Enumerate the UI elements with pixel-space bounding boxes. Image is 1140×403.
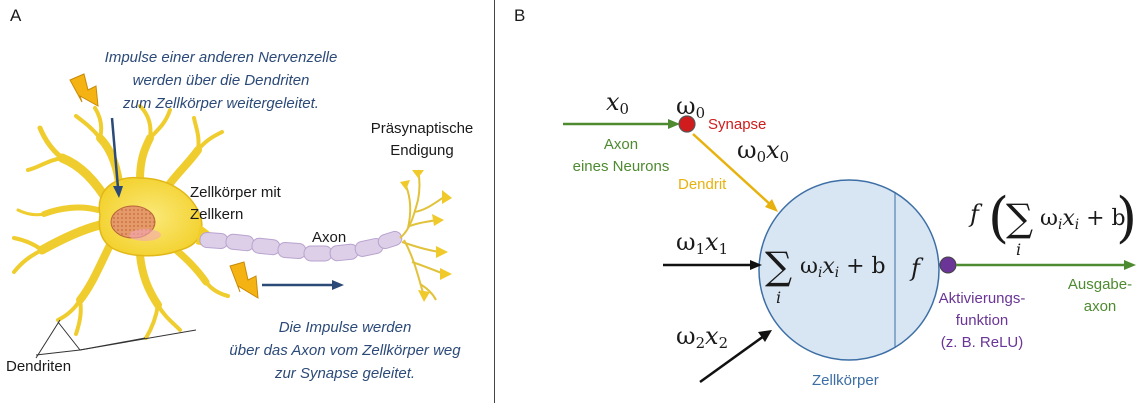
sum-index: i <box>776 288 782 307</box>
output-axon-label: Ausgabe- axon <box>1062 274 1138 318</box>
weighted-input-w2x2: ω2x2 <box>676 322 728 352</box>
panel-b-letter: B <box>514 6 526 25</box>
dendrite-label: Dendrit <box>678 176 727 193</box>
annotation-line: Impulse einer anderen Nervenzelle <box>104 49 338 66</box>
subscript: i <box>1057 216 1063 233</box>
panel-a-letter: A <box>10 6 22 25</box>
var: x <box>705 228 719 256</box>
label-line: funktion <box>955 312 1009 329</box>
impulse-in-annotation: Impulse einer anderen Nervenzelle werden… <box>76 46 366 115</box>
annotation-line: zur Synapse geleitet. <box>274 365 416 382</box>
label-line: eines Neurons <box>572 158 670 175</box>
var: ω <box>676 92 696 120</box>
label-line: Präsynaptische <box>370 120 474 137</box>
axon-drawing <box>199 230 403 262</box>
subscript: i <box>1074 216 1080 233</box>
annotation-line: werden über die Dendriten <box>132 72 310 89</box>
var: x <box>766 136 780 164</box>
subscript: i <box>834 264 840 281</box>
annotation-line: zum Zellkörper weitergeleitet. <box>123 95 319 112</box>
var: x <box>606 88 620 116</box>
impulse-out-annotation: Die Impulse werden über das Axon vom Zel… <box>205 316 485 385</box>
close-paren: ) <box>1116 186 1138 249</box>
label-line: Endigung <box>390 142 454 159</box>
input-axon-label: Axon eines Neurons <box>566 134 676 178</box>
lightning-icon <box>229 261 259 299</box>
subscript: 2 <box>718 334 729 353</box>
subscript: 0 <box>619 100 630 119</box>
label-line: Axon <box>603 136 639 153</box>
open-paren: ( <box>988 186 1010 249</box>
lightning-icon <box>69 73 99 107</box>
cell-body-label-b: Zellkörper <box>812 372 879 389</box>
label-line: (z. B. ReLU) <box>940 334 1024 351</box>
sum-symbol: ∑ <box>765 244 793 288</box>
terminal-label: Präsynaptische Endigung <box>364 118 480 162</box>
var: x <box>705 322 719 350</box>
subscript: 0 <box>779 148 790 167</box>
label-line: Aktivierungs- <box>938 290 1026 307</box>
weight-w0-label: ω0 <box>676 92 705 122</box>
axon-label: Axon <box>312 229 347 246</box>
subscript: 0 <box>695 104 706 123</box>
subscript: 0 <box>756 148 767 167</box>
output-sum-index: i <box>1016 240 1022 259</box>
label-line: Ausgabe- <box>1067 276 1133 293</box>
subscript: 2 <box>695 334 706 353</box>
activation-node <box>939 256 957 274</box>
synapse-label: Synapse <box>708 116 767 133</box>
weighted-input-w0x0: ω0x0 <box>737 136 789 166</box>
dendrites-label: Dendriten <box>6 358 72 375</box>
var: ω <box>737 136 757 164</box>
output-sum-expression: ωixi + b <box>1040 206 1126 233</box>
label-line: Zellkörper mit <box>190 184 281 201</box>
var: ω <box>676 228 696 256</box>
var: x <box>822 254 835 279</box>
annotation-line: über das Axon vom Zellkörper weg <box>229 342 461 359</box>
activation-f-inner: f <box>911 254 920 282</box>
input-x0-label: x0 <box>606 88 629 118</box>
axon-terminal-drawing <box>399 169 447 301</box>
panel-divider <box>494 0 495 403</box>
cell-body-label: Zellkörper mit Zellkern <box>190 182 300 226</box>
annotation-line: Die Impulse werden <box>278 319 412 336</box>
subscript: i <box>817 264 823 281</box>
label-line: Zellkern <box>190 206 244 223</box>
output-f: f <box>970 200 979 228</box>
neuron-illustration <box>12 73 452 359</box>
weighted-input-w1x1: ω1x1 <box>676 228 728 258</box>
subscript: 1 <box>695 240 706 259</box>
output-sum-symbol: ∑ <box>1006 196 1034 240</box>
activation-function-label: Aktivierungs- funktion (z. B. ReLU) <box>930 288 1034 354</box>
var: ω <box>800 254 818 279</box>
subscript: 1 <box>718 240 729 259</box>
label-line: axon <box>1083 298 1117 315</box>
var: ω <box>1040 206 1058 231</box>
dendrites-drawing <box>12 104 230 340</box>
var: x <box>1062 206 1075 231</box>
bias: + b <box>846 254 886 279</box>
var: ω <box>676 322 696 350</box>
sum-expression: ωixi + b <box>800 254 886 281</box>
bias: + b <box>1086 206 1126 231</box>
